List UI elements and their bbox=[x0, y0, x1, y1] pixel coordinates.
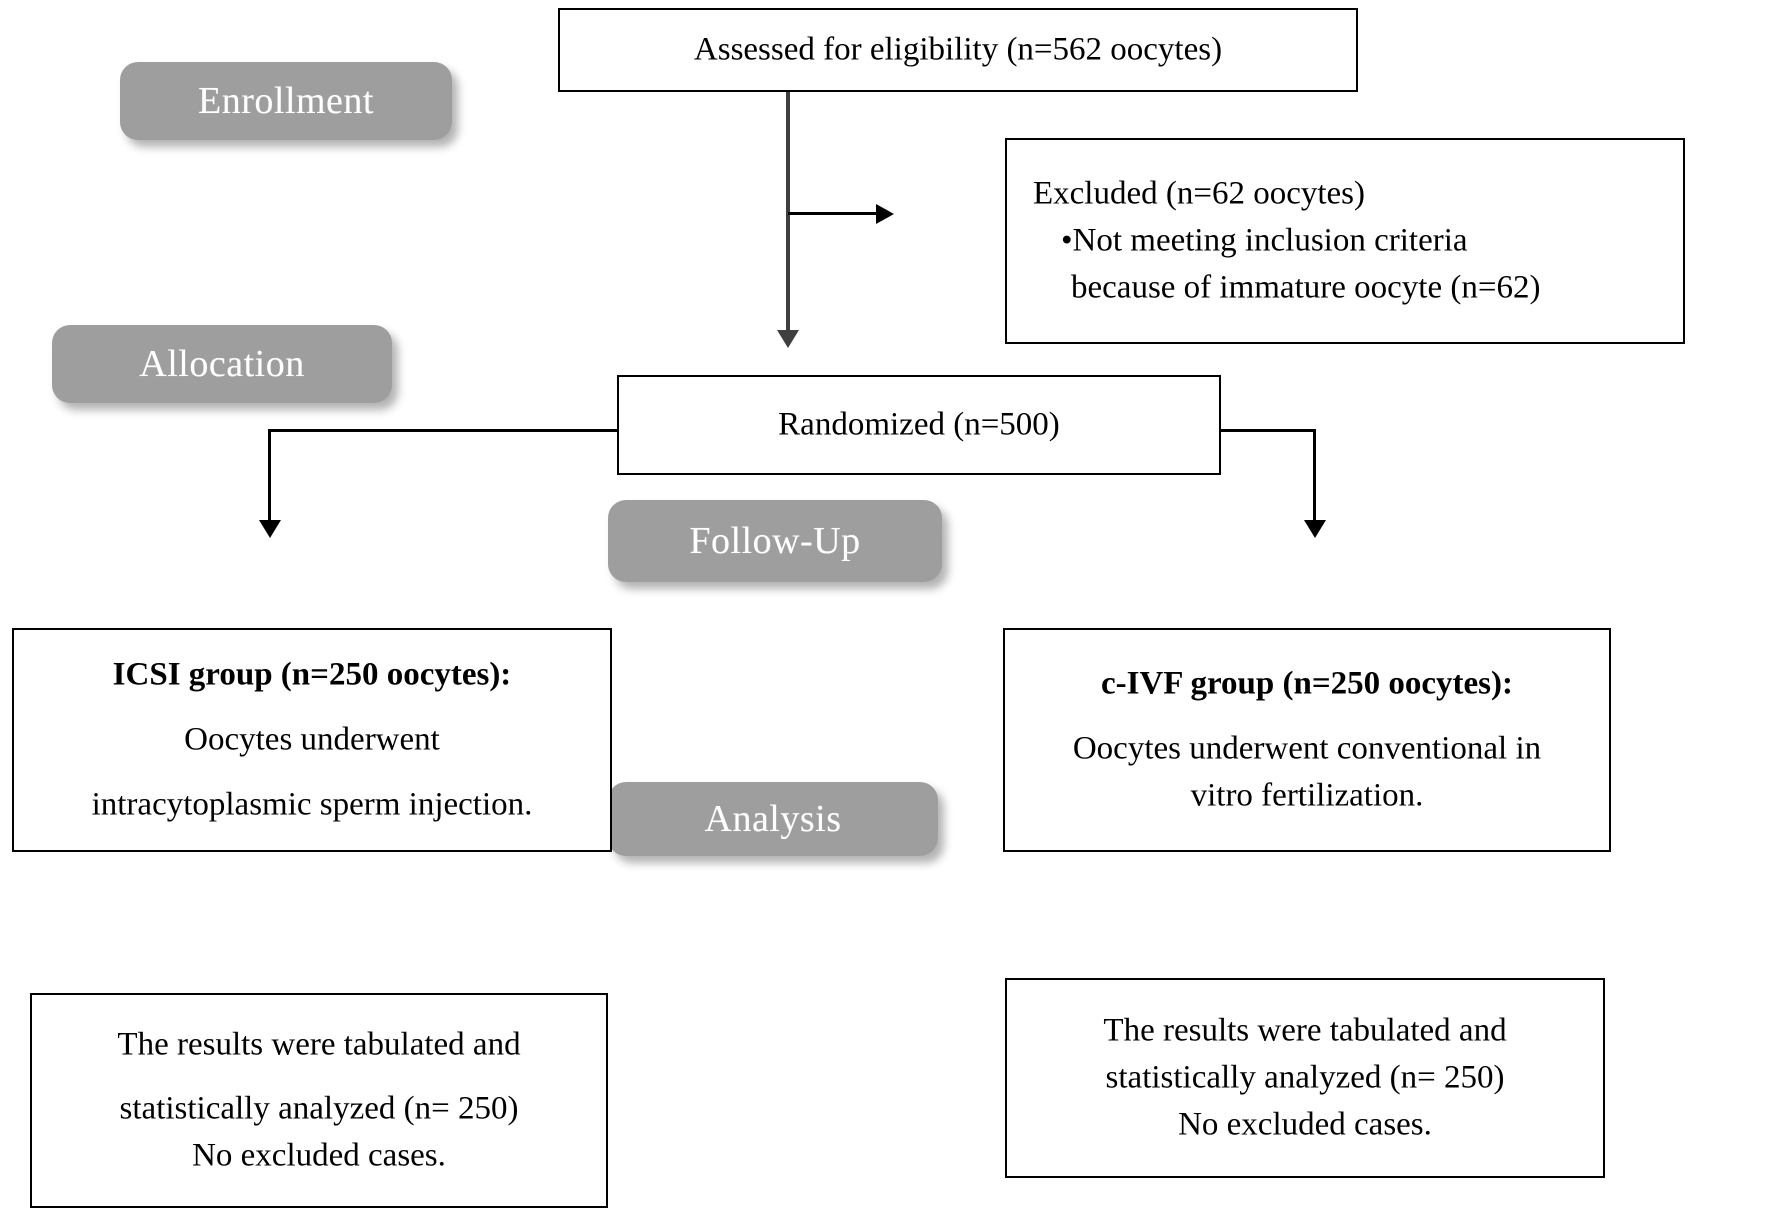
stage-badge-follow-up: Follow-Up bbox=[608, 500, 942, 582]
box-excluded-line-1: Excluded (n=62 oocytes) bbox=[1033, 175, 1366, 212]
box-icsi-results-line-3: No excluded cases. bbox=[192, 1137, 446, 1174]
box-icsi-results-line-1: The results were tabulated and bbox=[117, 1026, 521, 1063]
arrowhead-into-randomized bbox=[777, 330, 799, 348]
box-icsi-group-line-2: intracytoplasmic sperm injection. bbox=[91, 786, 533, 823]
arrowhead-into-civf-group bbox=[1304, 520, 1326, 538]
stage-badge-enrollment-label: Enrollment bbox=[198, 80, 374, 122]
connector-trunk-to-excluded bbox=[788, 212, 884, 215]
box-civf-results: The results were tabulated and statistic… bbox=[1005, 978, 1605, 1178]
box-excluded: Excluded (n=62 oocytes) •Not meeting inc… bbox=[1005, 138, 1685, 344]
box-civf-group-line-2: vitro fertilization. bbox=[1190, 777, 1424, 814]
box-excluded-line-3: because of immature oocyte (n=62) bbox=[1071, 269, 1541, 306]
stage-badge-analysis: Analysis bbox=[608, 782, 938, 856]
box-icsi-group: ICSI group (n=250 oocytes): Oocytes unde… bbox=[12, 628, 612, 852]
box-icsi-group-heading: ICSI group (n=250 oocytes): bbox=[112, 656, 512, 693]
arrowhead-into-excluded bbox=[876, 204, 894, 224]
connector-bus-left-drop bbox=[268, 429, 271, 528]
box-civf-group-line-1: Oocytes underwent conventional in bbox=[1072, 730, 1542, 767]
box-civf-results-line-2: statistically analyzed (n= 250) bbox=[1105, 1059, 1505, 1096]
stage-badge-enrollment: Enrollment bbox=[120, 62, 452, 140]
box-civf-group-heading: c-IVF group (n=250 oocytes): bbox=[1100, 665, 1513, 702]
box-excluded-line-2: •Not meeting inclusion criteria bbox=[1061, 222, 1468, 259]
box-icsi-results: The results were tabulated and statistic… bbox=[30, 993, 608, 1208]
box-icsi-results-line-2: statistically analyzed (n= 250) bbox=[119, 1091, 519, 1128]
arrowhead-into-icsi-group bbox=[259, 520, 281, 538]
box-randomized: Randomized (n=500) bbox=[617, 375, 1221, 475]
stage-badge-allocation: Allocation bbox=[52, 325, 392, 403]
stage-badge-allocation-label: Allocation bbox=[139, 343, 305, 385]
box-civf-results-line-3: No excluded cases. bbox=[1178, 1106, 1432, 1143]
box-randomized-line-1: Randomized (n=500) bbox=[778, 406, 1060, 443]
box-assessed-line-1: Assessed for eligibility (n=562 oocytes) bbox=[693, 31, 1223, 68]
box-civf-group: c-IVF group (n=250 oocytes): Oocytes und… bbox=[1003, 628, 1611, 852]
stage-badge-follow-up-label: Follow-Up bbox=[689, 520, 861, 562]
box-assessed-for-eligibility: Assessed for eligibility (n=562 oocytes) bbox=[558, 8, 1358, 92]
connector-bus-right-drop bbox=[1313, 429, 1316, 528]
box-icsi-group-line-1: Oocytes underwent bbox=[184, 721, 440, 758]
box-civf-results-line-1: The results were tabulated and bbox=[1103, 1012, 1507, 1049]
stage-badge-analysis-label: Analysis bbox=[704, 798, 842, 840]
